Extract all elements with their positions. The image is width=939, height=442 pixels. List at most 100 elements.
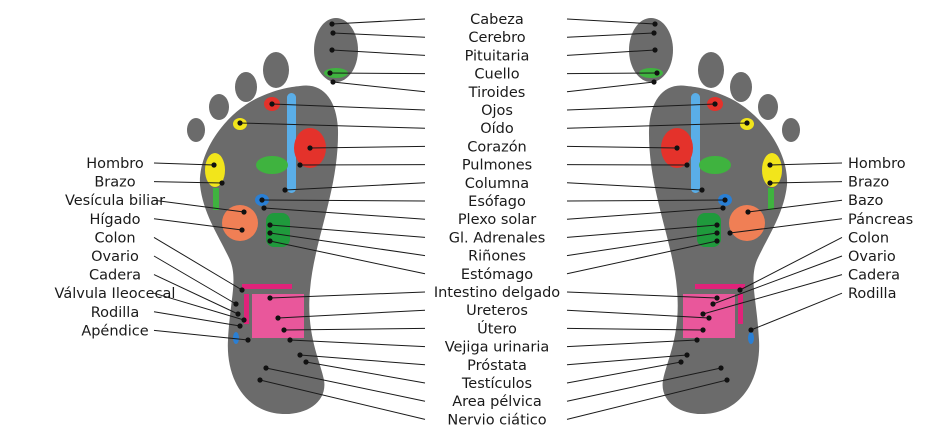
point-left-esofago: [259, 197, 265, 203]
leader-center-left-prostata: [299, 354, 426, 366]
label-left-valvula-ileocecal: Válvula Ileocecal: [55, 286, 176, 302]
leader-left-rodilla: [153, 311, 241, 327]
point-right-side-pancreas: [727, 230, 733, 236]
point-right-side-hombro: [767, 162, 773, 168]
label-center-rinones: Riñones: [468, 249, 526, 265]
label-center-vejiga-urinaria: Vejiga urinaria: [445, 340, 550, 356]
leader-center-right-ureteros: [566, 309, 710, 319]
point-left-columna: [282, 187, 288, 193]
point-left-ureteros: [275, 315, 281, 321]
point-left-estomago: [267, 238, 273, 244]
point-right-estomago: [714, 238, 720, 244]
point-right-pulmones: [684, 162, 690, 168]
leader-center-left-testiculos: [305, 361, 426, 384]
right-toe-2: [698, 52, 724, 88]
point-left-side-valvula-ileocecal: [241, 317, 247, 323]
point-left-rinones: [267, 230, 273, 236]
point-right-side-ovario: [710, 301, 716, 307]
label-left-rodilla: Rodilla: [91, 305, 139, 321]
label-center-nervio-ciatico: Nervio ciático: [447, 412, 546, 428]
leader-center-right-rinones: [566, 232, 718, 257]
point-left-side-apendice: [245, 337, 251, 343]
label-left-colon: Colon: [94, 230, 135, 246]
leader-center-right-tiroides: [566, 81, 655, 93]
leader-center-right-estomago: [566, 240, 718, 275]
right-toe-3: [730, 72, 752, 102]
point-right-side-cadera: [700, 311, 706, 317]
leader-center-left-esofago: [261, 199, 426, 202]
point-right-esofago: [722, 197, 728, 203]
leader-center-right-plexo-solar: [566, 207, 724, 220]
point-left-side-cadera: [235, 311, 241, 317]
point-left-gl-adrenales: [267, 222, 273, 228]
point-right-utero: [700, 327, 706, 333]
point-left-side-hombro: [211, 162, 217, 168]
label-center-prostata: Próstata: [467, 358, 527, 374]
right-zone-knee: [748, 332, 754, 344]
leader-center-left-cabeza: [331, 18, 426, 25]
right-zone-lungs: [699, 156, 731, 174]
label-center-ojos: Ojos: [481, 103, 513, 119]
point-left-cerebro: [330, 30, 336, 36]
leader-center-left-corazon: [309, 145, 426, 149]
leader-center-right-area-pelvica: [566, 367, 722, 402]
left-toe-5: [187, 118, 205, 142]
leader-left-ovario: [153, 255, 237, 305]
point-left-tiroides: [330, 79, 336, 85]
label-center-plexo-solar: Plexo solar: [458, 212, 536, 228]
leader-center-left-intestino-delgado: [269, 291, 426, 299]
point-left-corazon: [307, 145, 313, 151]
leader-right-rodilla: [750, 292, 843, 331]
leader-center-right-testiculos: [566, 361, 682, 384]
label-right-hombro: Hombro: [848, 156, 906, 172]
leader-center-left-ureteros: [277, 309, 426, 319]
label-center-pituitaria: Pituitaria: [465, 48, 530, 64]
point-right-side-colon: [737, 287, 743, 293]
leader-center-left-columna: [284, 182, 426, 191]
point-left-ojos: [269, 101, 275, 107]
label-center-cabeza: Cabeza: [470, 12, 524, 28]
leader-right-colon: [739, 236, 843, 291]
label-left-hombro: Hombro: [86, 156, 144, 172]
point-left-testiculos: [303, 359, 309, 365]
label-right-cadera: Cadera: [848, 268, 900, 284]
point-right-gl-adrenales: [714, 222, 720, 228]
leader-center-right-prostata: [566, 354, 688, 366]
point-right-nervio-ciatico: [724, 377, 730, 383]
label-center-tiroides: Tiroides: [468, 85, 526, 101]
point-right-plexo-solar: [720, 205, 726, 211]
leader-center-right-intestino-delgado: [566, 291, 718, 299]
label-center-corazon: Corazón: [467, 139, 527, 155]
leader-left-vesicula-biliar: [153, 199, 245, 213]
right-zone-shoulder: [762, 153, 782, 187]
right-zone-kidneys: [697, 213, 721, 247]
left-toe-2: [263, 52, 289, 88]
point-left-utero: [281, 327, 287, 333]
label-center-cuello: Cuello: [474, 67, 519, 83]
leader-right-bazo: [747, 199, 843, 213]
right-zone-arm: [768, 188, 774, 210]
point-right-vejiga-urinaria: [694, 337, 700, 343]
point-right-ojos: [712, 101, 718, 107]
leader-center-left-nervio-ciatico: [259, 379, 426, 420]
left-zone-hip-bar: [242, 284, 292, 289]
label-left-apendice: Apéndice: [81, 323, 148, 339]
left-zone-kidneys: [266, 213, 290, 247]
point-left-side-higado: [239, 227, 245, 233]
label-left-brazo: Brazo: [94, 175, 135, 191]
leader-center-right-cerebro: [566, 32, 655, 38]
point-left-side-ovario: [233, 301, 239, 307]
point-left-cuello: [327, 70, 333, 76]
leader-left-cadera: [153, 274, 239, 315]
leader-center-right-ojos: [566, 103, 716, 111]
leader-center-left-cerebro: [332, 32, 426, 38]
leader-center-right-pituitaria: [566, 49, 656, 56]
label-center-esofago: Esófago: [468, 194, 526, 210]
label-right-colon: Colon: [848, 230, 889, 246]
leader-center-left-gl-adrenales: [269, 224, 426, 238]
point-left-pulmones: [297, 162, 303, 168]
point-left-cabeza: [329, 21, 335, 27]
leader-center-right-corazon: [566, 145, 678, 149]
leader-lines: [153, 18, 843, 420]
left-zone-arm: [213, 188, 219, 210]
